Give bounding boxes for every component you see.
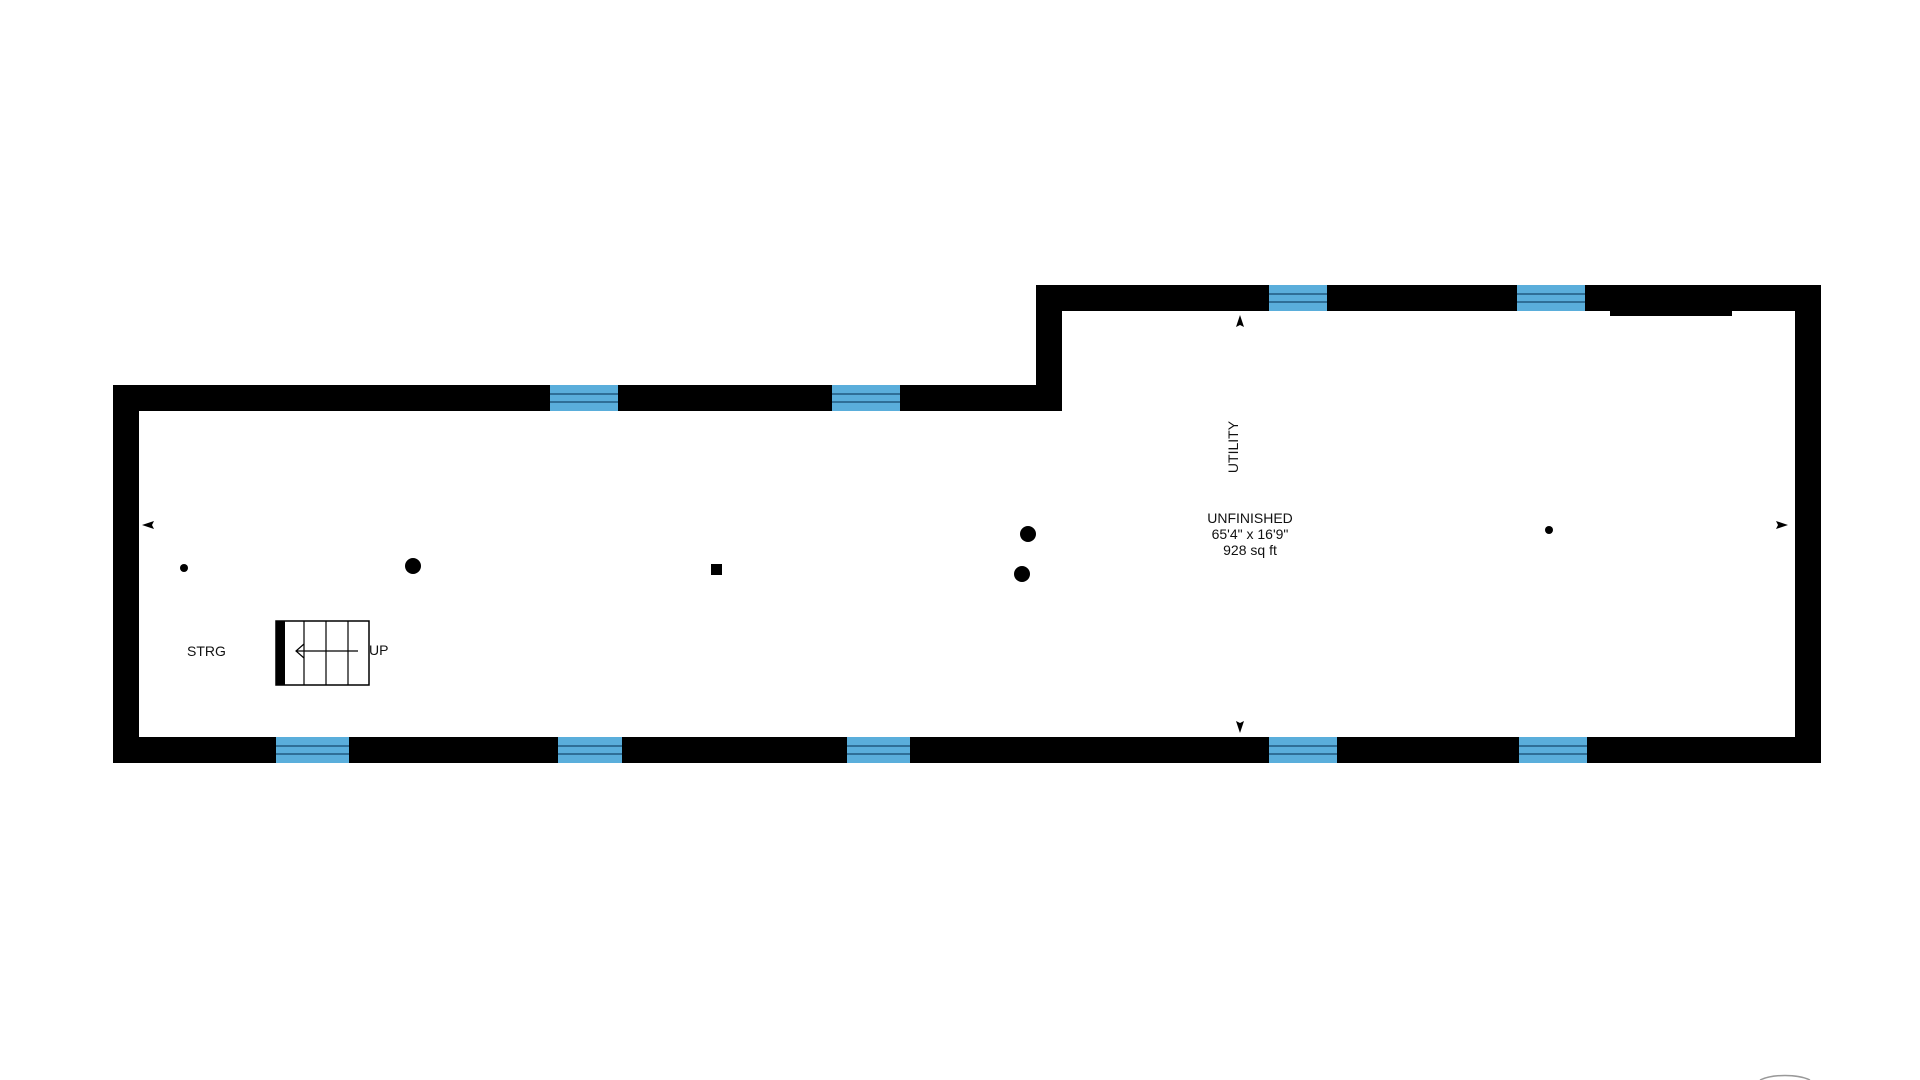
window-icon [558,737,622,763]
post-icon [1020,526,1036,542]
storage-label: STRG [187,643,226,659]
dimension-arrows [142,315,1788,733]
stairs-up-label: UP [369,642,388,658]
room-name-label: UNFINISHED [1207,510,1293,526]
corner-mark [1759,1074,1811,1080]
post-icon [180,564,188,572]
window-icon [550,385,618,411]
post-icon [711,564,722,575]
room-dimensions-label: 65'4" x 16'9" [1212,526,1289,542]
window-icon [847,737,910,763]
posts [180,526,1553,582]
stairs-icon [275,620,370,686]
post-icon [405,558,421,574]
floor-area [126,311,1796,742]
wall-right [1795,285,1821,763]
dimension-arrow-icon [1236,721,1244,733]
window-icon [1517,285,1585,311]
room-area-label: 928 sq ft [1223,542,1277,558]
dimension-arrow-icon [142,521,154,529]
window-icon [1269,737,1337,763]
wall-left [113,385,139,763]
post-icon [1014,566,1030,582]
window-icon [1519,737,1587,763]
dimension-arrow-icon [1776,521,1788,529]
window-icon [1269,285,1327,311]
windows [276,285,1587,763]
wall-top-right [1036,285,1821,311]
post-icon [1545,526,1553,534]
dimension-arrow-icon [1236,315,1244,327]
window-icon [832,385,900,411]
wall-fixture-strip [1610,311,1732,316]
window-icon [276,737,349,763]
utility-label: UTILITY [1225,420,1241,473]
